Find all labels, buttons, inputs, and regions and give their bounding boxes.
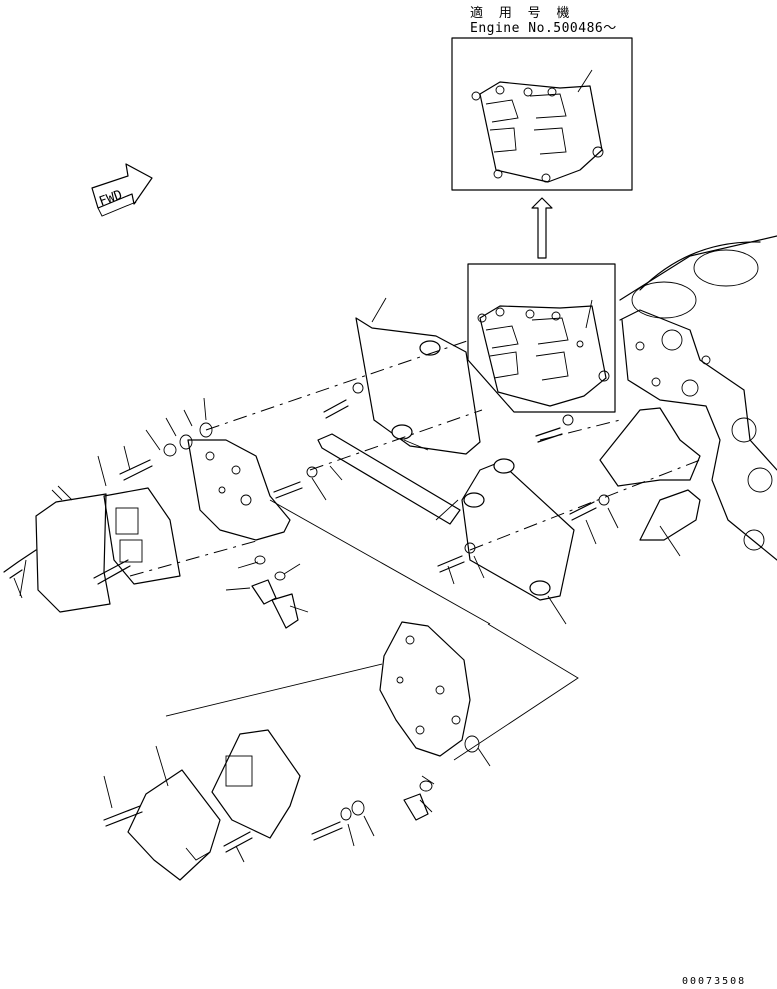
fwd-label: FWD xyxy=(97,188,124,210)
leader-lines xyxy=(13,397,619,863)
fitting-lower xyxy=(403,780,433,821)
bolts xyxy=(3,399,597,853)
centerlines xyxy=(129,339,701,577)
cover-lower xyxy=(127,769,221,881)
middle-mounting-plate xyxy=(461,458,575,625)
callout-lines xyxy=(269,499,579,761)
engine-block xyxy=(619,235,777,561)
mounting-bracket-right xyxy=(599,407,701,557)
applicability-title: 適 用 号 機 xyxy=(470,6,574,21)
detail-inset-box xyxy=(451,37,633,191)
washers-and-nuts xyxy=(163,382,610,821)
controller-lower xyxy=(165,621,471,839)
upper-mounting-plate xyxy=(355,297,481,455)
cover-upper-left xyxy=(19,485,111,613)
controller-upper xyxy=(103,439,291,585)
engine-serial-range: Engine No.500486～ xyxy=(470,21,617,36)
support-bar xyxy=(317,433,461,525)
fwd-arrow-icon: FWD xyxy=(91,163,153,217)
up-arrow-icon xyxy=(531,197,553,259)
drawing-number: 00073508 xyxy=(682,976,747,987)
fittings-upper xyxy=(251,555,299,629)
detail-callout-box xyxy=(467,263,616,413)
